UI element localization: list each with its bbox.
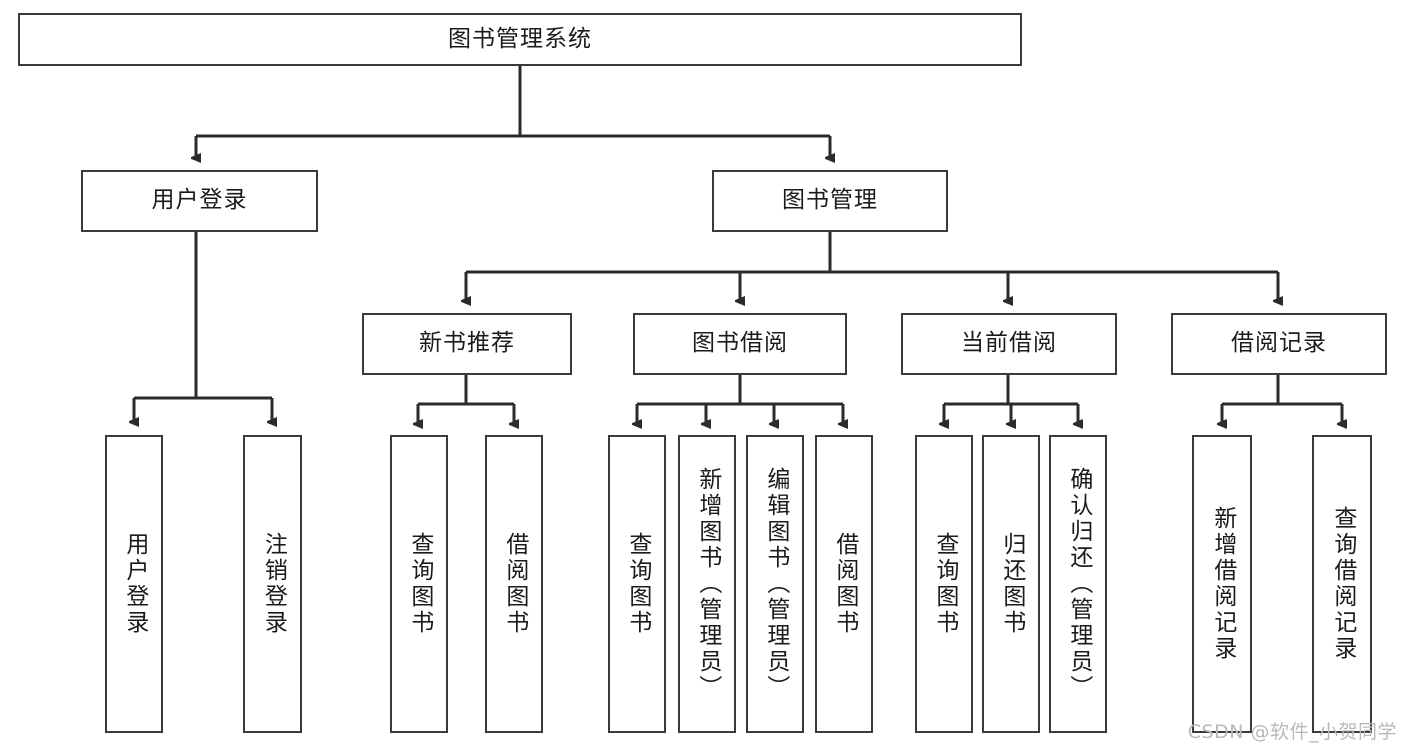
node-leaf-add-record-label: 新增借阅记录 <box>1209 506 1236 662</box>
node-leaf-query-book-current[interactable]: 查询图书 <box>915 435 973 733</box>
node-leaf-add-book-label: 新增图书（管理员） <box>694 467 721 701</box>
node-leaf-return-book[interactable]: 归还图书 <box>982 435 1040 733</box>
node-root-label: 图书管理系统 <box>448 25 592 52</box>
node-leaf-edit-book[interactable]: 编辑图书（管理员） <box>746 435 804 733</box>
node-leaf-logout[interactable]: 注销登录 <box>243 435 302 733</box>
node-leaf-query-book-borrow-label: 查询图书 <box>624 532 651 636</box>
node-user-login[interactable]: 用户登录 <box>81 170 318 232</box>
node-book-borrow-label: 图书借阅 <box>692 330 788 357</box>
node-borrow-record-label: 借阅记录 <box>1231 330 1327 357</box>
node-leaf-add-book[interactable]: 新增图书（管理员） <box>678 435 736 733</box>
node-leaf-query-record[interactable]: 查询借阅记录 <box>1312 435 1372 733</box>
node-book-borrow[interactable]: 图书借阅 <box>633 313 847 375</box>
node-leaf-add-record[interactable]: 新增借阅记录 <box>1192 435 1252 733</box>
node-user-login-label: 用户登录 <box>151 187 248 214</box>
node-current-borrow[interactable]: 当前借阅 <box>901 313 1117 375</box>
node-borrow-record[interactable]: 借阅记录 <box>1171 313 1387 375</box>
watermark-text: CSDN @软件_小贺同学 <box>1187 721 1397 743</box>
node-leaf-query-record-label: 查询借阅记录 <box>1329 506 1356 662</box>
node-leaf-borrow-book-borrow-label: 借阅图书 <box>831 532 858 636</box>
node-leaf-query-book-current-label: 查询图书 <box>931 532 958 636</box>
node-leaf-confirm-return-label: 确认归还（管理员） <box>1065 467 1092 701</box>
node-leaf-borrow-book-newbook[interactable]: 借阅图书 <box>485 435 543 733</box>
node-book-manage-label: 图书管理 <box>782 187 878 214</box>
node-leaf-user-login[interactable]: 用户登录 <box>105 435 163 733</box>
node-root[interactable]: 图书管理系统 <box>18 13 1022 66</box>
node-leaf-confirm-return[interactable]: 确认归还（管理员） <box>1049 435 1107 733</box>
node-leaf-query-book-borrow[interactable]: 查询图书 <box>608 435 666 733</box>
node-leaf-query-book-newbook-label: 查询图书 <box>406 532 433 636</box>
node-new-book-recommend-label: 新书推荐 <box>419 330 515 357</box>
node-leaf-query-book-newbook[interactable]: 查询图书 <box>390 435 448 733</box>
node-new-book-recommend[interactable]: 新书推荐 <box>362 313 572 375</box>
node-book-manage[interactable]: 图书管理 <box>712 170 948 232</box>
node-leaf-borrow-book-borrow[interactable]: 借阅图书 <box>815 435 873 733</box>
node-leaf-user-login-label: 用户登录 <box>121 532 148 636</box>
node-leaf-edit-book-label: 编辑图书（管理员） <box>762 467 789 701</box>
node-current-borrow-label: 当前借阅 <box>961 330 1057 357</box>
node-leaf-logout-label: 注销登录 <box>260 532 287 636</box>
node-leaf-borrow-book-newbook-label: 借阅图书 <box>501 532 528 636</box>
node-leaf-return-book-label: 归还图书 <box>998 532 1025 636</box>
